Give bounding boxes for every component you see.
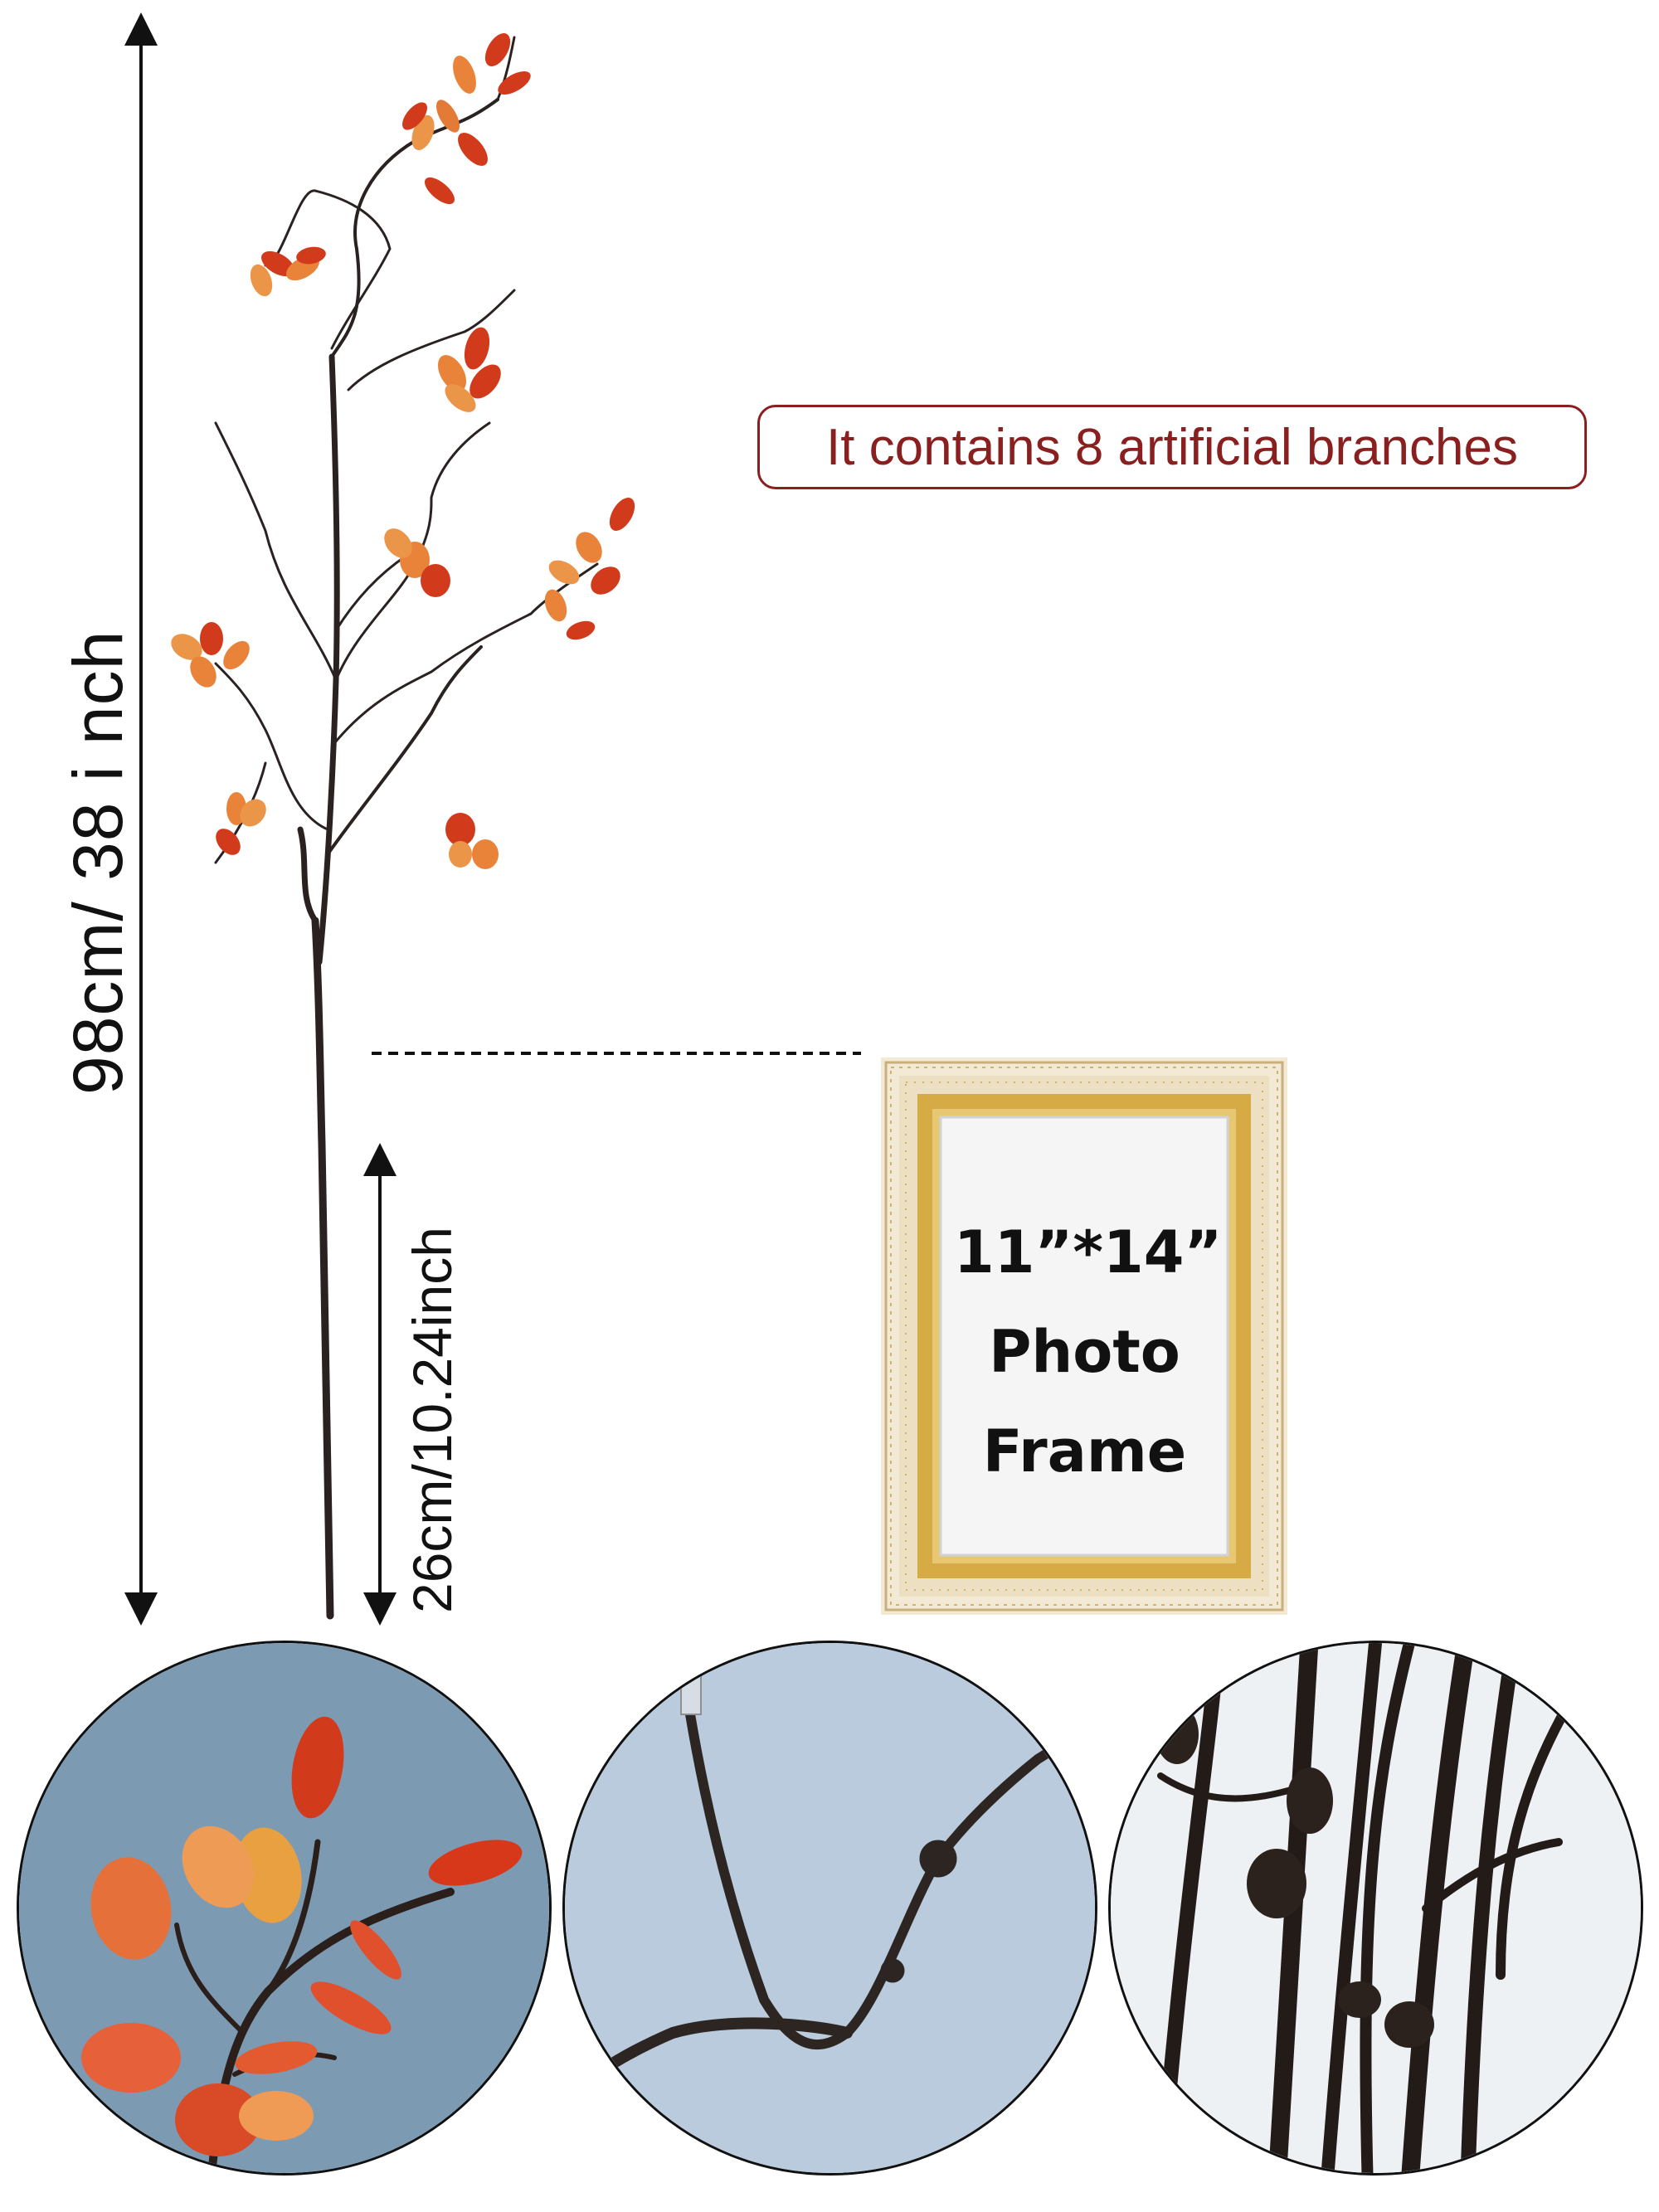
detail-circle-leaves <box>17 1641 552 2176</box>
detail-circle-stem <box>562 1641 1097 2176</box>
frame-caption-photo: Photo <box>989 1318 1180 1386</box>
leaf-clusters <box>171 33 635 869</box>
total-height-label: 98cm/ 38 i nch <box>59 630 137 1095</box>
branch-count-callout: It contains 8 artificial branches <box>757 405 1587 489</box>
photo-frame <box>881 1057 1287 1615</box>
frame-caption-size: 11”*14” <box>954 1218 1223 1286</box>
stem-height-label: 26cm/10.24inch <box>401 1227 463 1613</box>
frame-caption-frame: Frame <box>982 1417 1187 1485</box>
branch-illustration <box>171 33 635 1620</box>
detail-circle-joints <box>1108 1641 1643 2176</box>
photo-frame-caption: 11”*14” Photo Frame <box>954 1203 1223 1501</box>
